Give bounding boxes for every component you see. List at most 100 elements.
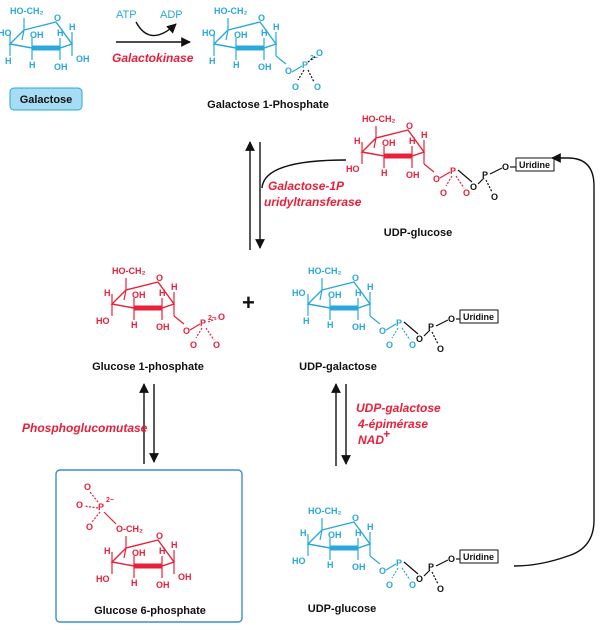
atom-label: OH [54,62,68,72]
atp-label: ATP [116,9,137,21]
atom-label: HO-CH₂ [214,6,248,16]
atom-label: H [171,540,178,550]
atom-label: O [292,82,299,92]
udp-glucose-bottom-label: UDP-glucose [308,603,376,615]
atom-label: O [440,188,447,198]
uridine-box [515,157,555,172]
plus-sign: + [242,290,255,315]
atom-label: O [416,334,423,344]
atom-label: O [386,580,393,590]
atom-label: OH [156,580,170,590]
atom-label: H [303,316,310,326]
atom-label: H [327,320,334,330]
transferase-feed-curve [261,159,347,189]
epimerase-label-3: NAD [358,433,384,447]
atom-label: O [470,182,477,192]
atom-label: H [421,130,428,140]
atom-label: P [98,502,104,512]
atom-label: H [171,282,178,292]
galactose-highlight [9,87,83,111]
udp-galactose-label: UDP-galactose [299,361,377,373]
glucose-1-phosphate-label: Glucose 1-phosphate [92,361,204,373]
uridine-label: Uridine [463,312,494,322]
atom-label: OH [76,54,90,64]
atom-label: O [502,162,509,172]
atom-label: OH [132,548,146,558]
atom-label: 2− [310,55,318,62]
atom-label: O [379,326,386,336]
atom-label: HO-CH₂ [112,266,146,276]
transferase-label-1: Galactose-1P [268,179,345,193]
atom-label: OH [234,30,248,40]
atom-label: H [104,546,111,556]
atom-label: O-CH₂ [116,524,143,534]
atom-label: OH [132,290,146,300]
uridine-label: Uridine [519,160,550,170]
atom-label: P [302,60,308,70]
atom-label: H [355,288,362,298]
glucose-6-phosphate-molecule: O-CH₂ P 2− O O O O H HO OH H H OH H OH [76,482,192,590]
glucose-1-phosphate-molecule: HO-CH₂ O H HO OH H H OH H O P 2− O O O [96,266,225,350]
glucose-6-phosphate-label: Glucose 6-phosphate [94,605,206,617]
atom-label: H [159,288,166,298]
atom-label: HO-CH₂ [308,506,342,516]
atom-label: H [300,528,307,538]
galactose-1-phosphate-molecule: HO-CH₂ O HO H OH H H OH H O P 2− O O O [202,6,323,92]
atom-label: O [437,584,444,594]
galactose-1-phosphate-label: Galactose 1-Phosphate [207,99,329,111]
atom-label: H [233,60,240,70]
atom-label: HO [96,574,110,584]
atp-adp-curve [135,21,177,37]
atom-label: O [448,554,455,564]
galactose-molecule: HO-CH₂ O HO H OH H H OH H OH [0,6,90,72]
atom-label: H [131,320,138,330]
atom-label: OH [328,530,342,540]
transferase-label-2: uridyltransferase [264,195,362,209]
atom-label: HO [346,164,360,174]
atom-label: O [379,566,386,576]
epimerase-label-1: UDP-galactose [356,401,441,415]
atom-label: O [463,188,470,198]
atom-label: OH [352,322,366,332]
atom-label: H [409,136,416,146]
atom-label: H [5,56,12,66]
atom-label: OH [406,170,420,180]
atom-label: OH [258,62,272,72]
adp-label: ADP [160,9,183,21]
atom-label: O [352,513,359,523]
glucose-6-phosphate-box [55,469,243,623]
uridine-box [459,549,499,564]
atom-label: O [86,522,93,532]
atom-label: O [285,66,292,76]
atom-label: O [190,340,197,350]
atom-label: H [327,560,334,570]
atom-label: 2− [106,497,114,504]
atom-label: HO [96,316,110,326]
atom-label: H [29,60,36,70]
udp-glucose-bottom-molecule: HO-CH₂ O H HO OH H H OH H O P O O O P O … [292,506,499,594]
atom-label: H [354,136,361,146]
atom-label: H [381,168,388,178]
atom-label: HO-CH₂ [362,114,396,124]
atom-label: H [159,546,166,556]
atom-label: O [218,312,225,322]
atom-label: OH [178,572,192,582]
udp-glucose-recycle-arrow [513,153,595,567]
atom-label: P [396,318,402,328]
atom-label: P [428,562,434,572]
atom-label: P [396,558,402,568]
atom-label: H [355,528,362,538]
atom-label: H [104,288,111,298]
atom-label: H [131,578,138,588]
atom-label: O [491,192,498,202]
atom-label: H [273,22,280,32]
atom-label: H [367,282,374,292]
udp-galactose-molecule: HO-CH₂ O HO H OH H H OH H O P O O O P O … [292,266,499,354]
galactokinase-label: Galactokinase [112,51,194,65]
atom-label: H [261,28,268,38]
atom-label: H [367,522,374,532]
atom-label: O [433,174,440,184]
atom-label: O [314,82,321,92]
atom-label: OH [328,290,342,300]
atom-label: HO [0,28,12,38]
